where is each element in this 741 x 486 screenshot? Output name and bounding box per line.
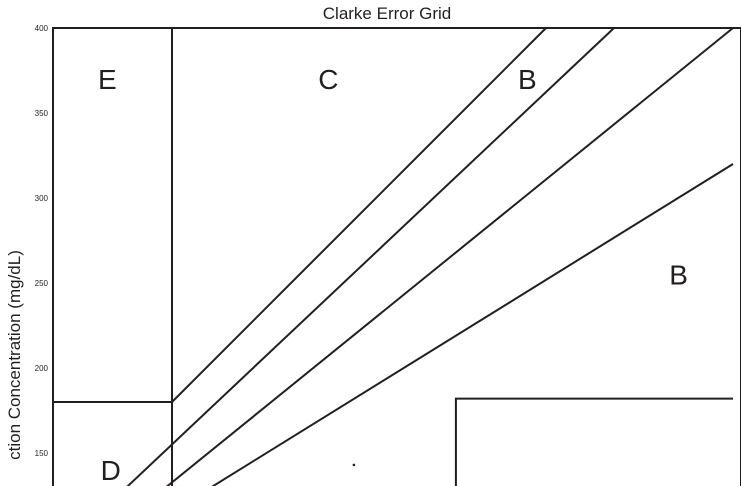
- y-axis-ticks: 400 350 300 250 200 150: [35, 24, 49, 458]
- zone-label: C: [318, 64, 338, 95]
- zone-label: D: [101, 455, 121, 486]
- data-point: [352, 463, 356, 467]
- zone-line-c-zone-lower-boundary: [171, 27, 547, 403]
- zone-label: E: [98, 64, 117, 95]
- zone-labels: E C B B D: [98, 64, 688, 486]
- zone-label: B: [669, 260, 688, 291]
- y-tick-label: 250: [35, 279, 49, 288]
- y-tick-label: 300: [35, 194, 49, 203]
- zone-line-identity-line: [165, 27, 734, 486]
- plot-frame: [52, 27, 741, 486]
- y-axis-label: ction Concentration (mg/dL): [5, 250, 24, 460]
- y-tick-label: 150: [35, 449, 49, 458]
- data-points: [352, 463, 356, 467]
- zone-line-d-zone-right-box: [454, 397, 733, 486]
- chart-title: Clarke Error Grid: [323, 4, 451, 23]
- zone-boundaries: [53, 27, 734, 486]
- y-tick-label: 350: [35, 109, 49, 118]
- zone-line-a-zone-lower-boundary: [211, 163, 734, 486]
- y-tick-label: 400: [35, 24, 49, 33]
- zone-label: B: [518, 64, 537, 95]
- y-tick-label: 200: [35, 364, 49, 373]
- zone-line-a-zone-upper-boundary: [126, 27, 615, 486]
